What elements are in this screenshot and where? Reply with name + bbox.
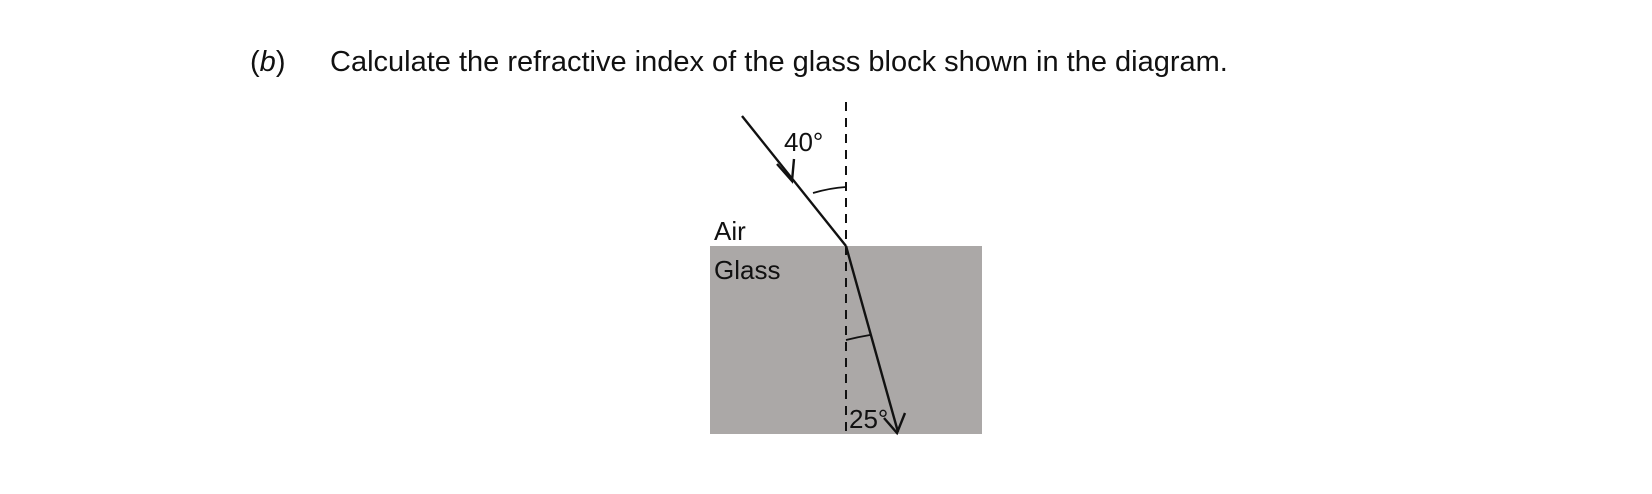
- question: (b) Calculate the refractive index of the…: [250, 44, 1228, 80]
- incident-arrow-icon: [776, 158, 796, 184]
- refracted-ray: [844, 245, 900, 433]
- question-part-label: (b): [250, 46, 286, 78]
- refraction-angle-label: 25°: [849, 404, 888, 434]
- glass-label: Glass: [714, 255, 780, 285]
- incidence-angle-arc: [812, 186, 847, 194]
- question-text: Calculate the refractive index of the gl…: [330, 46, 1228, 78]
- incident-ray: [741, 115, 847, 247]
- air-label: Air: [714, 216, 746, 246]
- incidence-angle-label: 40°: [784, 127, 823, 157]
- refracted-arrow-icon: [883, 412, 907, 436]
- refraction-angle-arc: [845, 334, 871, 341]
